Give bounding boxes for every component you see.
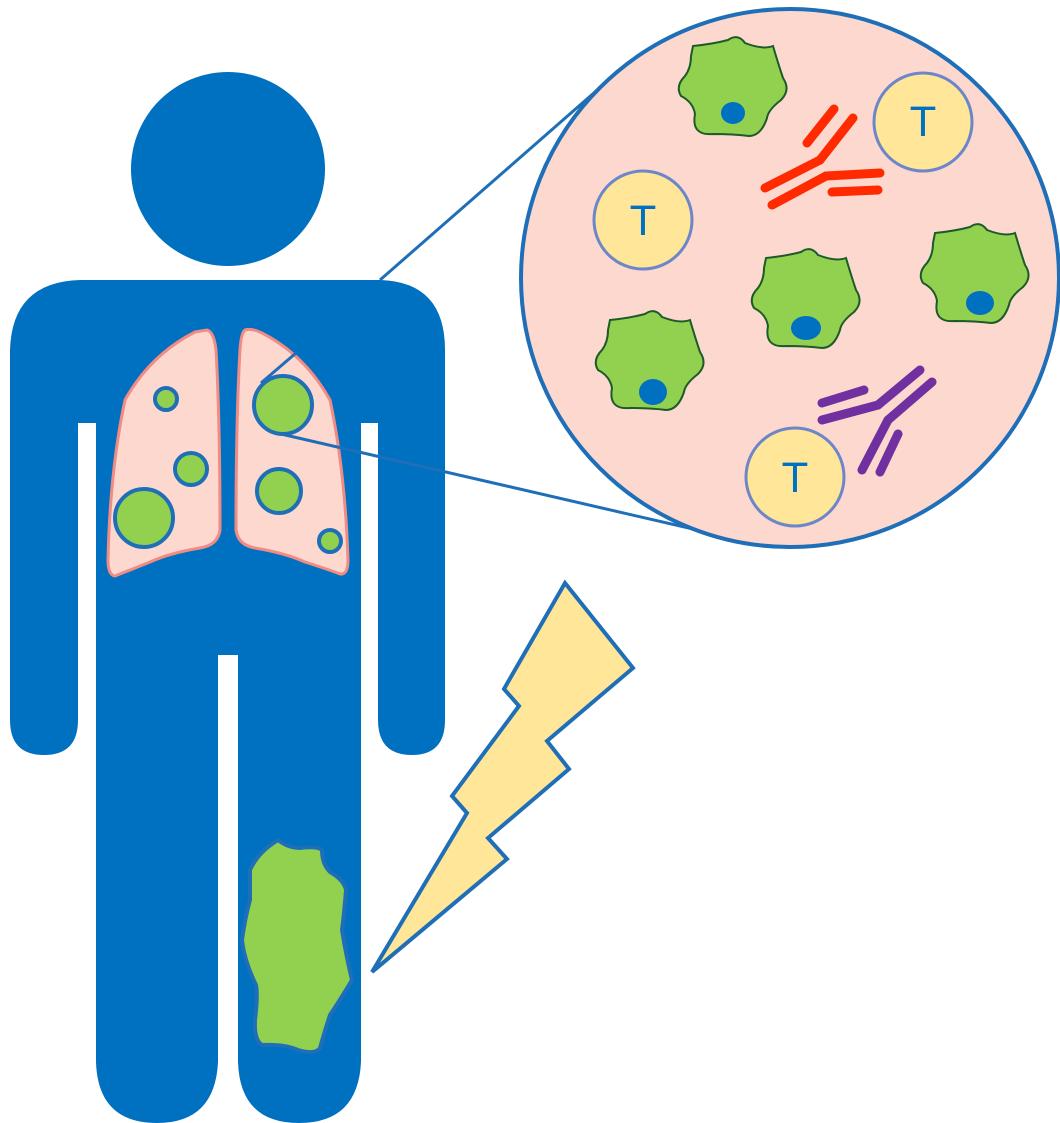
tumor-nodule xyxy=(175,453,207,485)
t-cell: T xyxy=(594,171,692,269)
t-cell-label: T xyxy=(910,100,936,146)
torso xyxy=(10,280,445,755)
tumor-nodule xyxy=(254,376,312,434)
head xyxy=(131,72,325,266)
t-cell: T xyxy=(746,428,844,526)
tumor-nodule xyxy=(155,388,177,410)
tumor-nodule xyxy=(115,489,173,547)
left-leg xyxy=(96,600,238,1123)
tumor-nodule xyxy=(257,469,301,513)
tumor-nodule xyxy=(319,530,341,552)
t-cell-label: T xyxy=(782,456,808,502)
t-cell: T xyxy=(874,73,972,171)
t-cell-label: T xyxy=(630,199,656,245)
